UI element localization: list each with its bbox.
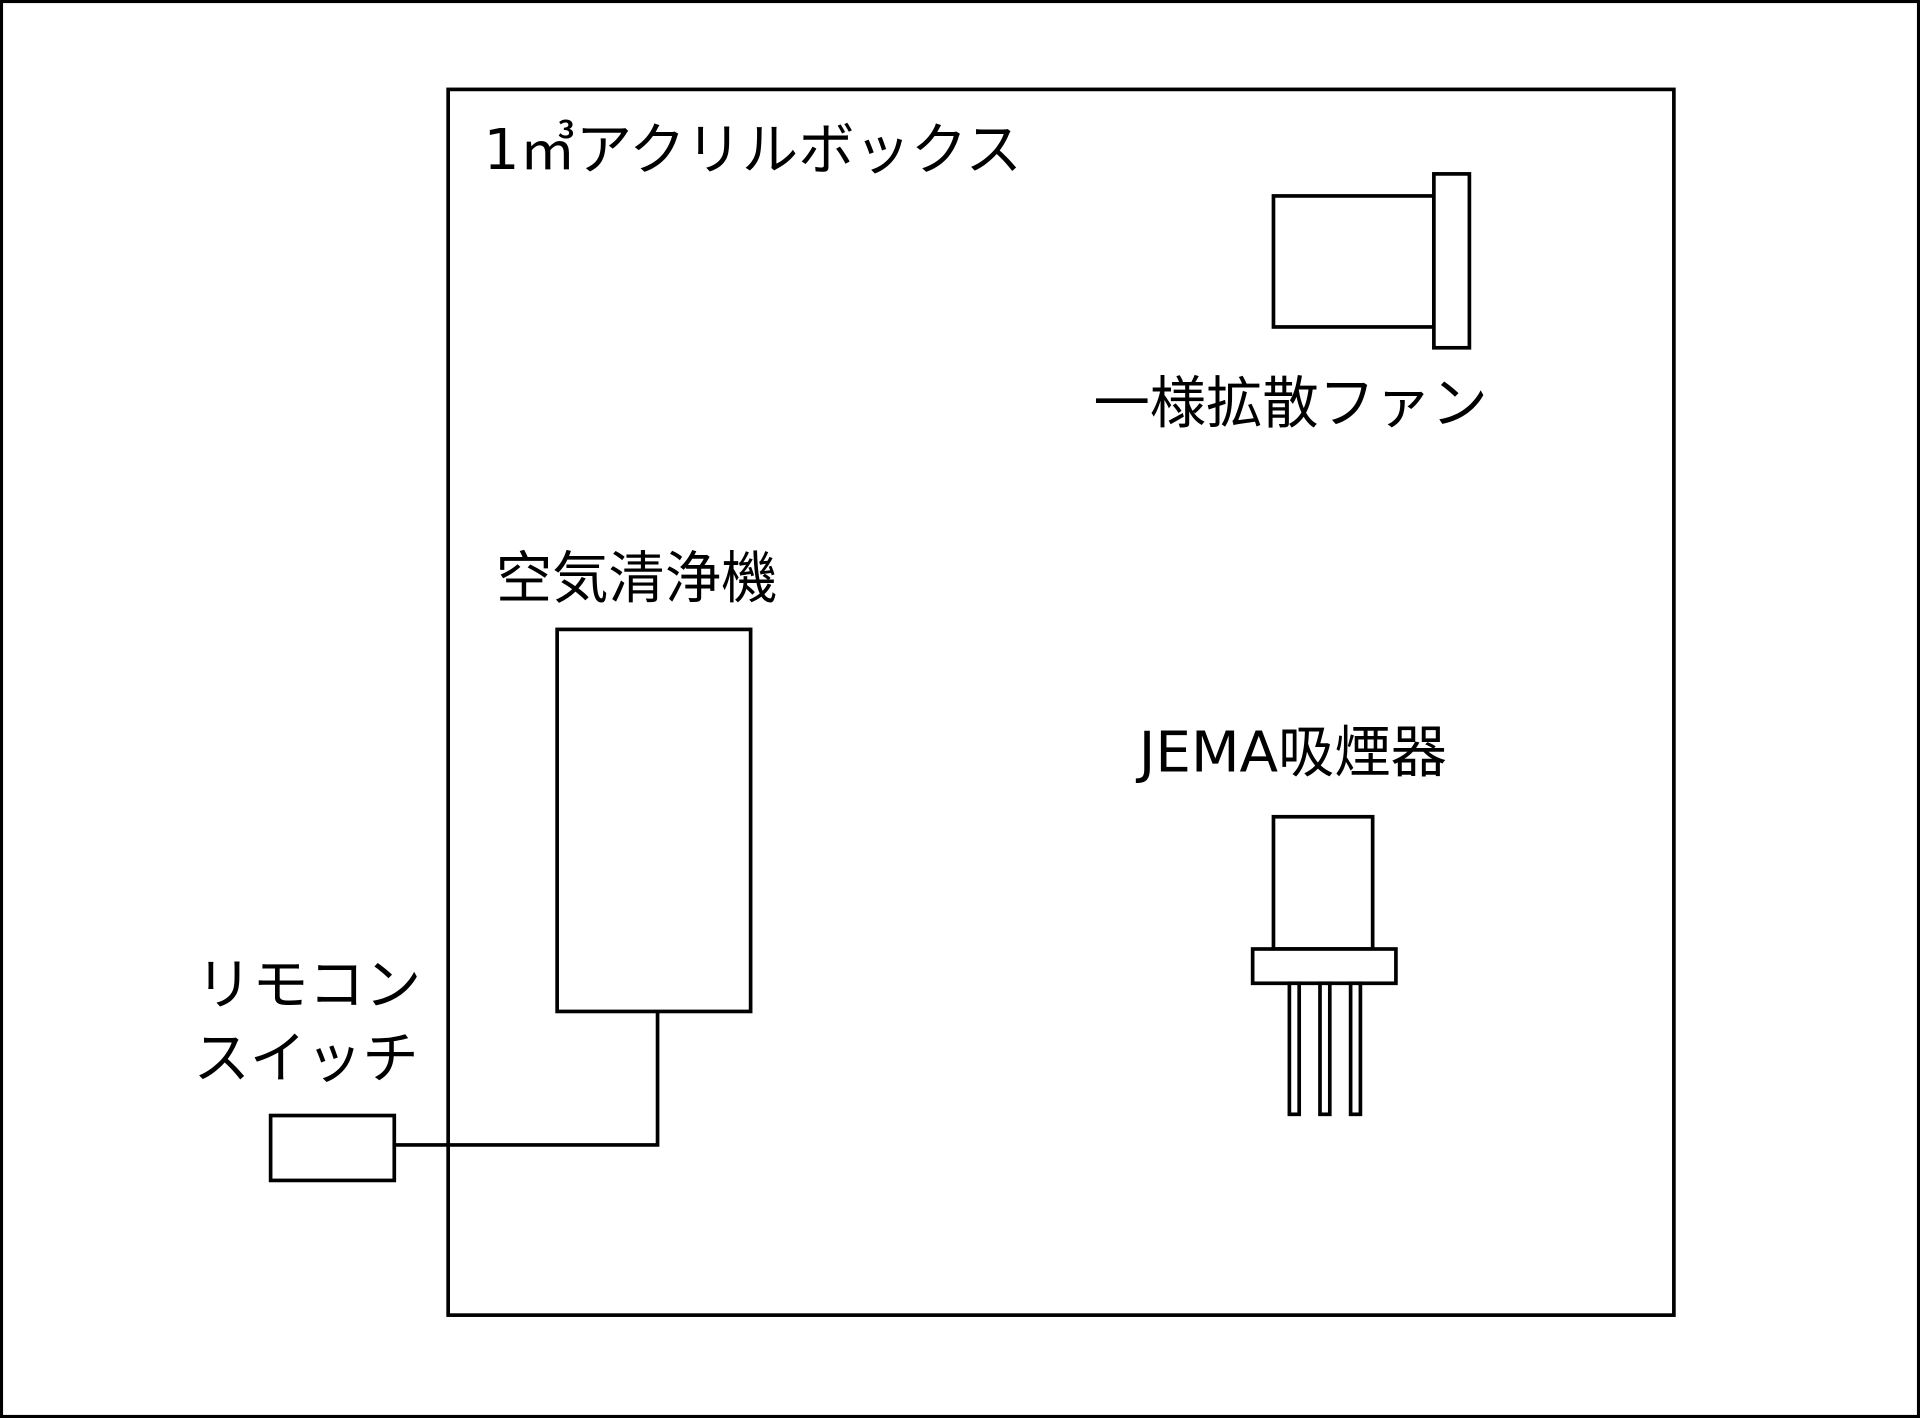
fan-blade-plate — [1432, 172, 1472, 350]
jema-smoke-generator — [1250, 814, 1398, 1117]
smoker-leg — [1287, 981, 1302, 1117]
diffusion-fan — [1271, 172, 1472, 350]
air-purifier — [555, 627, 753, 1014]
smoker-body — [1271, 814, 1375, 951]
smoker-flange — [1250, 947, 1398, 986]
remote-label-line2: スイッチ — [193, 1027, 418, 1092]
fan-body — [1271, 194, 1436, 329]
smoker-leg — [1348, 981, 1363, 1117]
purifier-label: 空気清浄機 — [496, 547, 778, 612]
remote-label-line1: リモコン — [196, 953, 421, 1018]
fan-label: 一様拡散ファン — [1093, 371, 1487, 436]
smoker-leg — [1318, 981, 1332, 1117]
acrylic-box-label: 1㎥アクリルボックス — [484, 118, 1022, 183]
remote-switch — [268, 1113, 397, 1183]
smoker-label: JEMA吸煙器 — [1136, 720, 1447, 785]
remote-cable — [394, 1011, 660, 1147]
